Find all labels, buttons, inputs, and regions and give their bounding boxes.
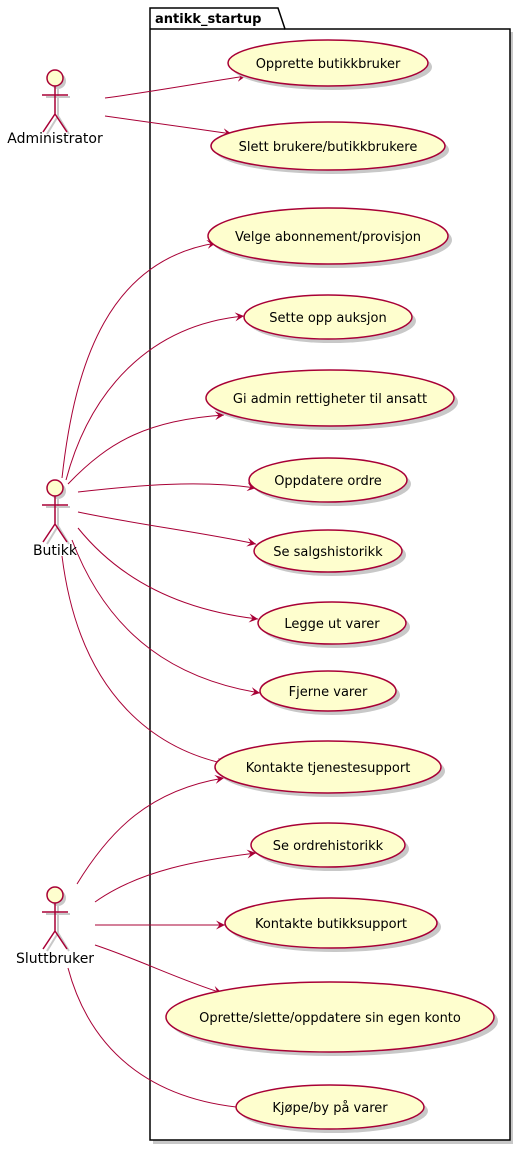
use-case-uc14: Kjøpe/by på varer <box>235 1084 428 1133</box>
actor-slutt: Sluttbruker <box>16 886 94 967</box>
association-butikk-uc4 <box>65 312 245 481</box>
package-title: antikk_startup <box>155 12 261 27</box>
use-case-label: Gi admin rettigheter til ansatt <box>233 392 427 407</box>
use-case-ellipse <box>235 1084 425 1130</box>
actor-label: Administrator <box>7 131 103 147</box>
use-case-label: Se salgshistorikk <box>273 545 383 560</box>
use-case-label: Kontakte butikksupport <box>255 917 407 932</box>
use-case-ellipse <box>205 369 455 427</box>
association-slutt-uc10 <box>76 775 225 885</box>
actor-body <box>42 86 68 133</box>
use-case-label: Kjøpe/by på varer <box>272 1101 388 1116</box>
use-case-uc9: Fjerne varer <box>259 670 400 715</box>
use-case-uc5: Gi admin rettigheter til ansatt <box>205 369 458 430</box>
association-butikk-uc9 <box>71 539 261 696</box>
use-case-label: Kontakte tjenestesupport <box>246 761 411 776</box>
use-case-uc13: Oprette/slette/oppdatere sin egen konto <box>165 981 498 1056</box>
association-slutt-uc14 <box>67 967 247 1112</box>
association-butikk-uc5 <box>67 411 225 485</box>
use-case-label: Fjerne varer <box>289 685 368 700</box>
association-admin-uc1 <box>104 72 247 99</box>
use-case-ellipse <box>227 39 429 87</box>
use-case-uc10: Kontakte tjenestesupport <box>214 740 445 797</box>
use-case-ellipse <box>165 981 495 1053</box>
use-case-ellipse <box>214 740 442 794</box>
actor-admin: Administrator <box>7 69 103 147</box>
actor-butikk: Butikk <box>33 479 78 559</box>
association-admin-uc2 <box>104 115 233 138</box>
use-case-uc6: Oppdatere ordre <box>248 457 411 506</box>
use-case-ellipse <box>253 529 403 573</box>
use-case-uc7: Se salgshistorikk <box>253 529 406 576</box>
actor-body <box>42 496 68 543</box>
actor-body <box>42 903 68 950</box>
actor-head <box>46 479 64 497</box>
association-butikk-uc10 <box>61 555 227 767</box>
use-case-uc8: Legge ut varer <box>257 601 410 648</box>
package-frame: antikk_startup <box>149 7 513 1144</box>
use-case-uc1: Opprette butikkbruker <box>227 39 432 90</box>
association-butikk-uc3 <box>61 239 217 479</box>
use-case-uc12: Kontakte butikksupport <box>224 897 441 952</box>
actor-body-shadow <box>46 89 70 135</box>
use-case-label: Slett brukere/butikkbrukere <box>239 140 418 155</box>
use-case-uc4: Sette opp auksjon <box>243 294 416 343</box>
use-case-ellipse <box>207 207 449 265</box>
use-case-label: Opprette butikkbruker <box>256 57 401 72</box>
actor-head <box>46 69 64 87</box>
associations-layer <box>61 72 261 1112</box>
use-case-ellipse <box>248 457 408 503</box>
association-butikk-uc6 <box>77 482 257 493</box>
use-case-ellipse <box>250 822 406 868</box>
actor-label: Sluttbruker <box>16 951 94 967</box>
association-butikk-uc7 <box>77 511 257 547</box>
use-case-label: Legge ut varer <box>284 617 380 632</box>
association-slutt-uc11 <box>94 849 257 903</box>
use-case-label: Sette opp auksjon <box>269 311 386 326</box>
use-case-ellipse <box>259 670 397 712</box>
use-case-uc11: Se ordrehistorikk <box>250 822 409 871</box>
actor-head <box>46 886 64 904</box>
use-case-label: Se ordrehistorikk <box>273 839 384 854</box>
use-case-label: Oprette/slette/oppdatere sin egen konto <box>199 1011 461 1026</box>
use-case-ellipse <box>257 601 407 645</box>
use-case-label: Oppdatere ordre <box>274 474 382 489</box>
use-case-ellipse <box>210 121 446 171</box>
actor-body-shadow <box>46 906 70 952</box>
use-case-label: Velge abonnement/provisjon <box>235 230 421 245</box>
actor-body-shadow <box>46 499 70 545</box>
use-case-ellipse <box>243 294 413 340</box>
association-slutt-uc13 <box>94 944 223 995</box>
use-case-uc3: Velge abonnement/provisjon <box>207 207 452 268</box>
use-case-ellipse <box>224 897 438 949</box>
association-butikk-uc8 <box>77 527 259 623</box>
actor-label: Butikk <box>33 543 78 559</box>
use-case-uc2: Slett brukere/butikkbrukere <box>210 121 449 174</box>
